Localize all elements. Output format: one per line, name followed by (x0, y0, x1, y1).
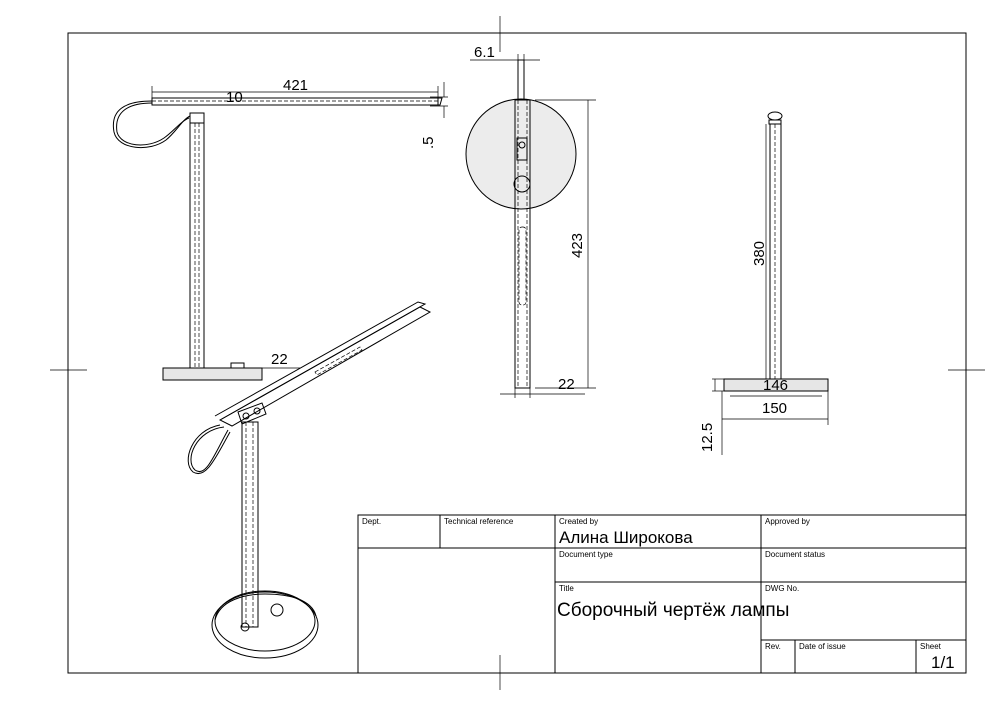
tb-sheet-value: 1/1 (931, 653, 955, 672)
tb-techref-label: Technical reference (444, 517, 514, 526)
dim-right-base: 150 (762, 400, 787, 417)
dim-right-base-thick: 12.5 (699, 423, 716, 452)
tb-date-label: Date of issue (799, 642, 846, 651)
right-view (712, 111, 829, 455)
tb-sheet-label: Sheet (920, 642, 942, 651)
title-block (357, 514, 967, 674)
isometric-view (187, 301, 432, 659)
dim-right-base-inner: 146 (763, 377, 788, 394)
tb-createdby-value: Алина Широкова (559, 528, 693, 547)
tb-doctype-label: Document type (559, 550, 613, 559)
dim-side-base: 22 (271, 351, 288, 368)
dim-right-height: 380 (751, 241, 768, 266)
tb-title-label: Title (559, 584, 574, 593)
side-view (112, 82, 448, 381)
tb-rev-label: Rev. (765, 642, 781, 651)
tb-dwg-label: DWG No. (765, 584, 799, 593)
dim-side-offset: .5 (420, 136, 437, 149)
tb-createdby-label: Created by (559, 517, 598, 526)
front-view (465, 54, 596, 398)
centering-marks (50, 16, 985, 690)
tb-approvedby-label: Approved by (765, 517, 810, 526)
tb-dept-label: Dept. (362, 517, 381, 526)
tb-title-value: Сборочный чертёж лампы (557, 600, 789, 621)
dim-front-base: 22 (558, 376, 575, 393)
dim-top-length: 421 (283, 77, 308, 94)
dim-arm-width: 6.1 (474, 44, 495, 61)
dim-top-small: 10 (226, 89, 243, 106)
tb-docstatus-label: Document status (765, 550, 825, 559)
dim-front-height: 423 (569, 233, 586, 258)
